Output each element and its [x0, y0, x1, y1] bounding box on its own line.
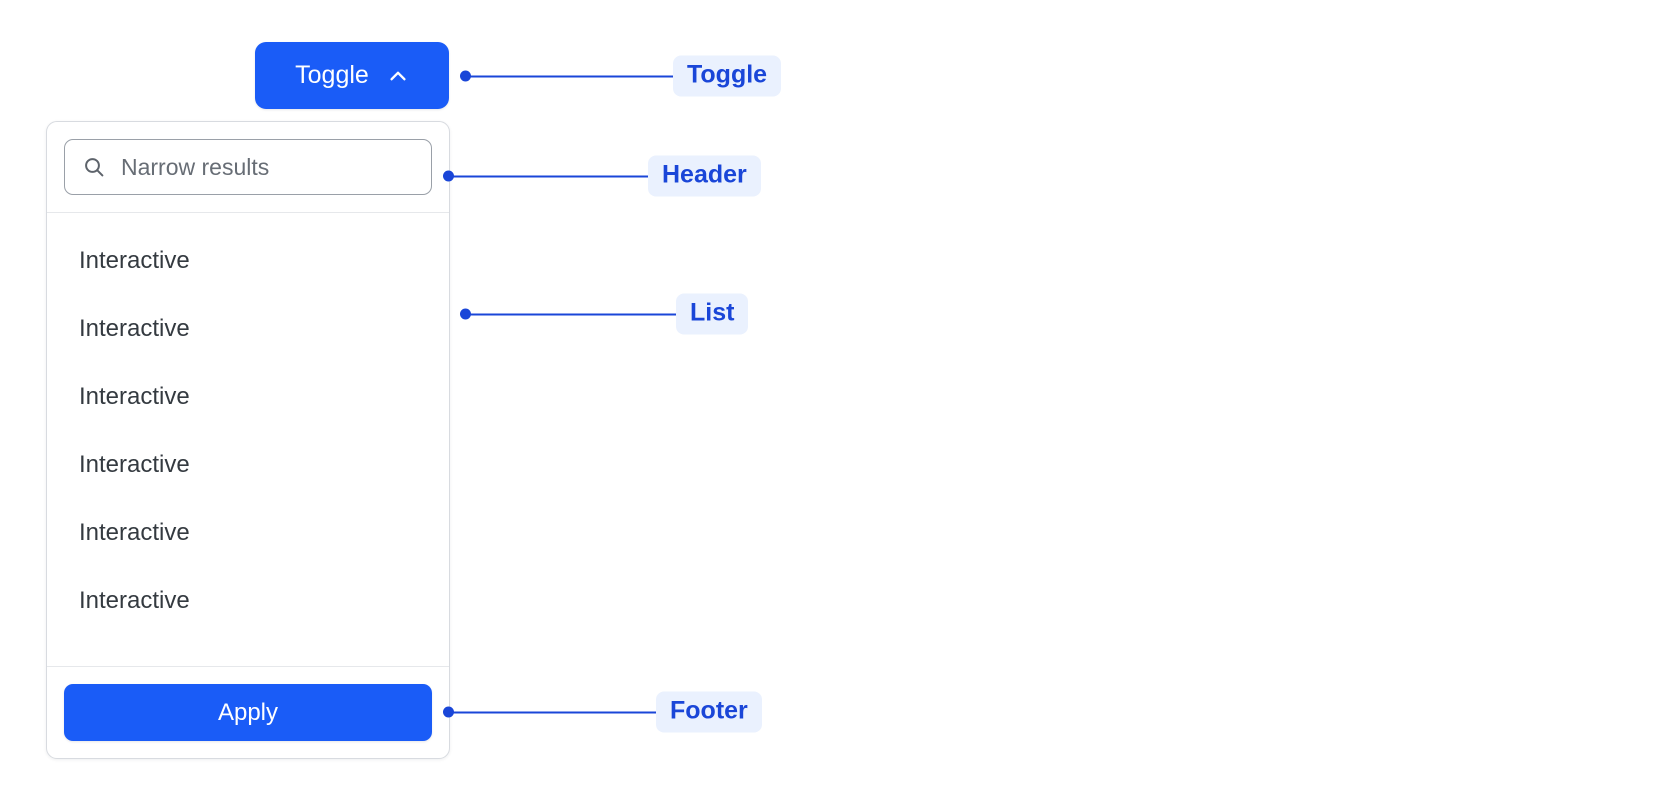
list-item[interactable]: Interactive — [79, 451, 190, 478]
search-box[interactable] — [64, 139, 432, 195]
annotation-list: List — [460, 293, 749, 335]
annotation-dot — [460, 70, 471, 82]
list-item[interactable]: Interactive — [79, 519, 190, 546]
dropdown-header — [47, 122, 449, 213]
search-input[interactable] — [65, 140, 431, 194]
apply-button[interactable]: Apply — [64, 684, 432, 741]
annotation-header: Header — [443, 155, 761, 197]
toggle-button-label: Toggle — [295, 61, 369, 89]
list-item[interactable]: Interactive — [79, 315, 190, 342]
dropdown-panel: Interactive Interactive Interactive Inte… — [46, 121, 450, 759]
dropdown-footer: Apply — [47, 666, 449, 758]
chevron-up-icon — [387, 65, 409, 87]
annotation-toggle: Toggle — [460, 55, 782, 97]
dropdown-list[interactable]: Interactive Interactive Interactive Inte… — [47, 213, 449, 666]
toggle-button[interactable]: Toggle — [255, 42, 449, 109]
annotation-line — [453, 175, 650, 177]
annotation-line — [470, 75, 675, 77]
annotation-label: List — [676, 293, 749, 335]
search-icon — [82, 155, 106, 179]
annotation-label: Footer — [656, 691, 762, 733]
list-item[interactable]: Interactive — [79, 383, 190, 410]
annotation-footer: Footer — [443, 691, 762, 733]
list-item[interactable]: Interactive — [79, 587, 190, 614]
annotation-line — [453, 711, 658, 713]
annotation-label: Header — [648, 155, 761, 197]
annotation-line — [470, 313, 678, 315]
annotation-label: Toggle — [673, 55, 782, 97]
list-item[interactable]: Interactive — [79, 247, 190, 274]
annotation-dot — [460, 308, 471, 320]
